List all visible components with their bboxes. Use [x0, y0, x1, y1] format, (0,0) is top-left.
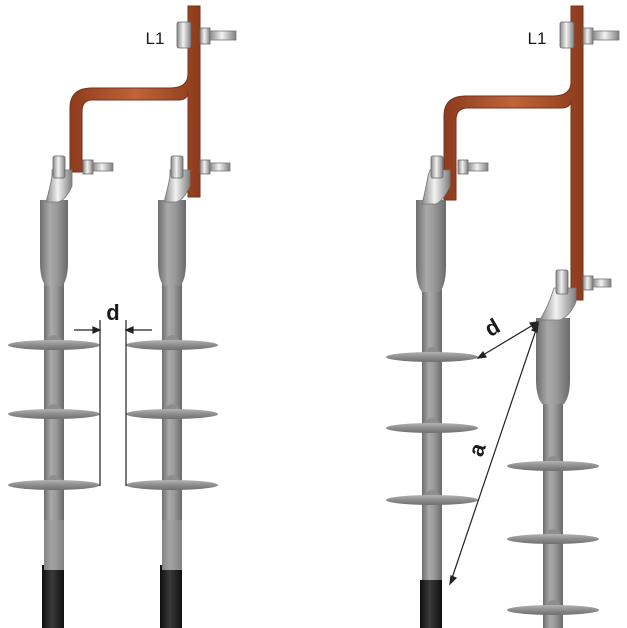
shed — [386, 352, 478, 362]
shed — [386, 423, 478, 433]
cable — [42, 565, 64, 628]
left-top-bolt — [176, 21, 237, 49]
left-termination-1 — [8, 155, 114, 628]
right-creepage-dimension — [449, 322, 539, 586]
right-phase-label: L1 — [528, 29, 547, 48]
right-distance-dimension — [476, 321, 540, 359]
right-creepage-label: a — [463, 439, 491, 459]
left-figure: d L1 — [8, 5, 237, 628]
cable — [420, 580, 442, 628]
cable — [160, 565, 182, 628]
shed — [507, 461, 599, 471]
right-termination-upper — [386, 155, 489, 628]
right-top-bolt — [559, 21, 620, 49]
left-distance-dimension — [74, 320, 152, 486]
shed — [8, 480, 100, 490]
shed — [507, 605, 599, 615]
right-termination-lower — [507, 269, 612, 628]
right-copper-busbar — [443, 5, 584, 301]
left-termination-2 — [126, 155, 231, 628]
left-copper-busbar — [69, 5, 201, 198]
shed — [126, 409, 218, 419]
shed — [507, 534, 599, 544]
shed — [8, 409, 100, 419]
left-distance-label: d — [106, 300, 119, 325]
shed — [8, 340, 100, 350]
shed — [126, 340, 218, 350]
right-distance-label: d — [480, 313, 504, 341]
right-figure: d a L1 — [386, 5, 620, 628]
shed — [386, 495, 478, 505]
left-phase-label: L1 — [146, 29, 165, 48]
shed — [126, 480, 218, 490]
